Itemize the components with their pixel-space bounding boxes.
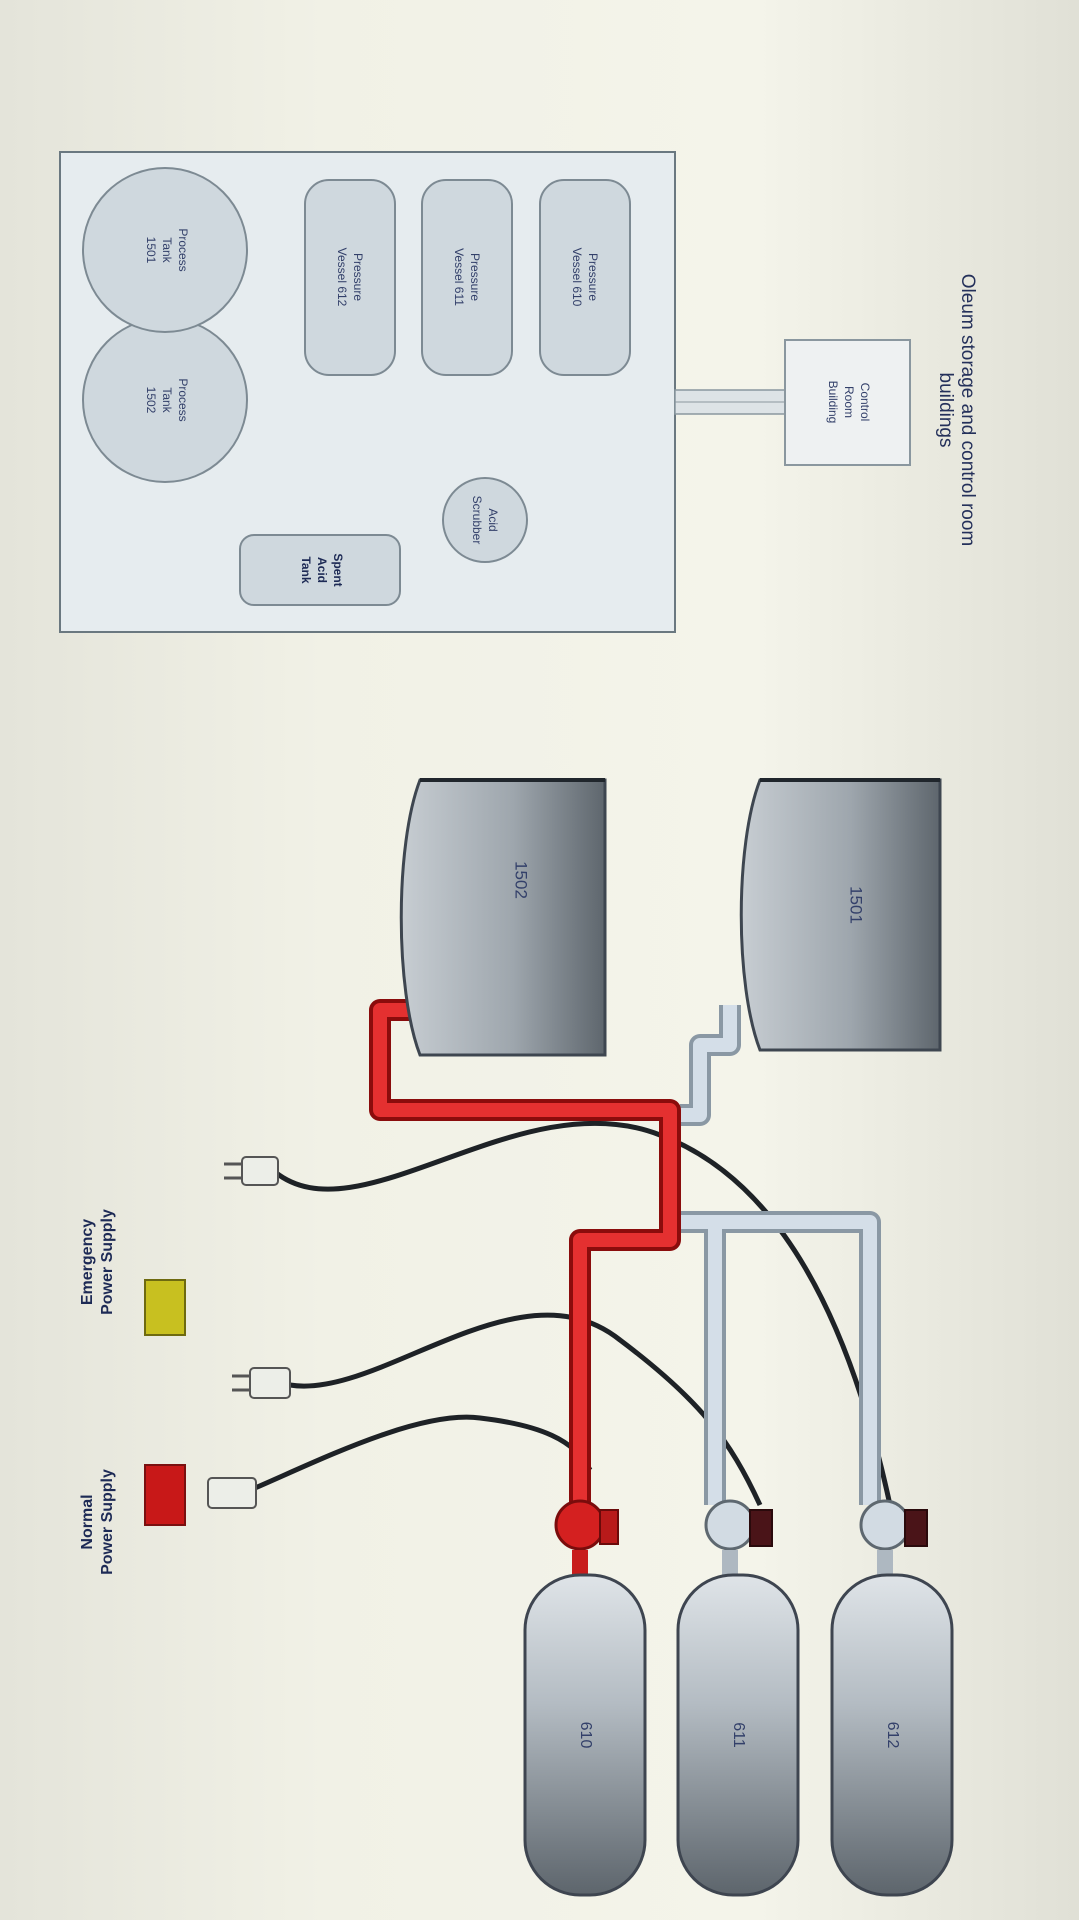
vessel-611-label: 611 [730,1722,747,1748]
walkway [674,389,786,415]
normal-power-indicator [144,1464,186,1526]
pump-612 [859,1499,928,1576]
control-room-line3: Building [826,381,840,424]
pressure-vessel-610-plan: Pressure Vessel 610 [539,179,631,376]
normal-power-cable [254,1414,593,1491]
plan-tank-1501-line3: 1501 [144,237,158,264]
plan-tank-1502-line2: Tank [160,387,174,413]
pump-611 [704,1499,773,1576]
pv611-line2: Vessel 611 [452,248,466,306]
process-tank-1501-plan: Process Tank 1501 [82,167,248,333]
emergency-power-line1: Emergency [79,1219,96,1305]
control-room-line1: Control [858,383,872,422]
vessel-612: 612 [830,1573,954,1897]
spent-acid-line3: Tank [299,556,313,583]
pump-610 [554,1499,619,1576]
plan-tank-1502-line1: Process [176,378,190,421]
vessel-610-label: 610 [577,1722,594,1749]
tank-1502: 1502 [399,778,607,1057]
spent-acid-line1: Spent [331,553,345,586]
legend: Normal Power Supply Emergency Power Supp… [79,1209,186,1575]
idle-piping [675,1005,881,1505]
plan-tank-1501-line2: Tank [160,237,174,263]
plan-tank-1502-line3: 1502 [144,387,158,414]
tank-1501: 1501 [739,778,942,1052]
tank-1501-label: 1501 [847,886,866,924]
emergency-plug-1 [232,1367,291,1399]
caption-line2: buildings [935,373,956,448]
vessel-611: 611 [676,1573,800,1897]
emergency-plug-2 [224,1156,279,1186]
scrubber-line1: Acid [486,508,500,531]
emergency-power-label: Emergency Power Supply [79,1209,116,1315]
control-room-line2: Room [842,386,856,418]
normal-power-label: Normal Power Supply [79,1469,116,1575]
acid-scrubber-plan: Acid Scrubber [442,477,528,563]
active-piping [369,999,681,1540]
spent-acid-tank-plan: Spent Acid Tank [239,534,401,606]
process-tank-1502-plan: Process Tank 1502 [82,317,248,483]
pv611-line1: Pressure [468,253,482,301]
normal-plug [207,1477,257,1509]
pv612-line2: Vessel 612 [335,248,349,307]
spent-acid-line2: Acid [315,557,329,583]
pv610-line2: Vessel 610 [570,248,584,307]
emergency-power-indicator [144,1279,186,1336]
emergency-cable-1 [289,1312,763,1507]
idle-pipe [675,1005,877,1505]
plan-tank-1501-line1: Process [176,228,190,271]
pv610-line1: Pressure [586,253,600,301]
pv612-line1: Pressure [351,253,365,301]
scrubber-line2: Scrubber [470,496,484,545]
normal-power-line2: Power Supply [99,1469,116,1575]
process-tanks: 1502 1501 [399,778,942,1057]
vessel-610: 610 [523,1573,647,1897]
site-plan-caption: Oleum storage and control room buildings [935,274,978,546]
pressure-vessel-612-plan: Pressure Vessel 612 [304,179,396,376]
site-plan: Process Tank 1502 Process Tank 1501 Spen… [59,151,978,633]
normal-power-line1: Normal [79,1494,96,1549]
control-room-plan: Control Room Building [784,339,911,466]
power-plugs [207,1156,291,1509]
pumps [554,1499,928,1576]
vessel-612-label: 612 [884,1722,901,1749]
active-pipe [373,1003,677,1540]
pressure-vessel-611-plan: Pressure Vessel 611 [421,179,513,376]
caption-line1: Oleum storage and control room [957,274,978,546]
emergency-power-line2: Power Supply [99,1209,116,1315]
tank-1502-label: 1502 [512,861,531,899]
pressure-vessels: 610 611 612 [523,1573,954,1897]
